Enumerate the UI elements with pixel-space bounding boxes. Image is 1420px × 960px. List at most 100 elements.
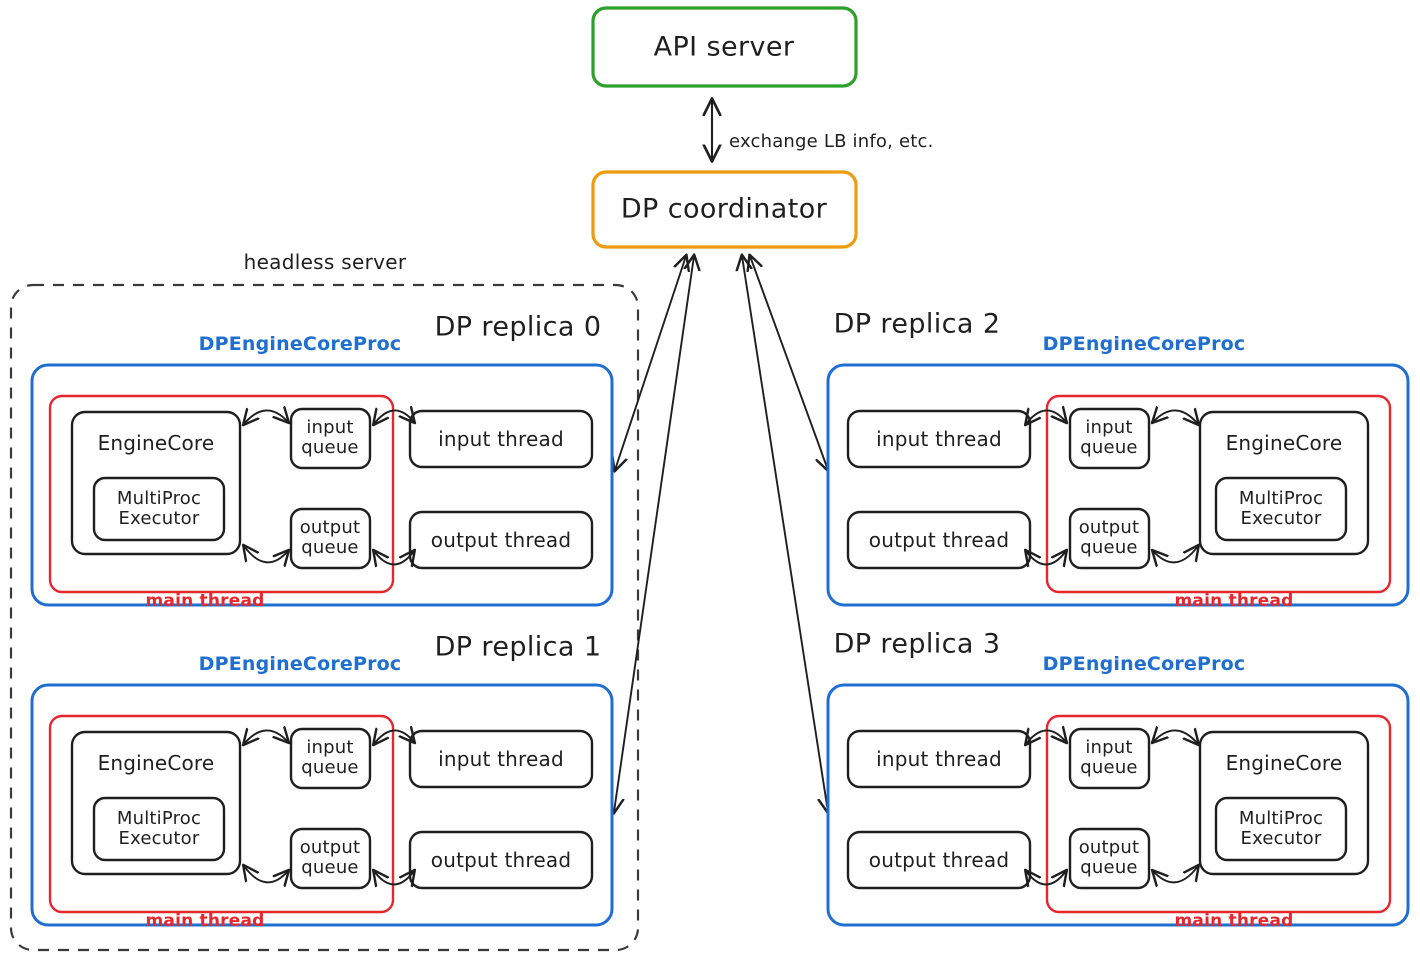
- replica-2-outq-line2: queue: [1080, 537, 1138, 558]
- replica-2-multiproc-line1: MultiProc: [1238, 487, 1324, 509]
- replica-0-outputqueue-thread-arrow: [374, 551, 414, 565]
- replica-3-multiproc-executor-box: [1214, 796, 1348, 862]
- replica-1-multiproc-line2: Executor: [118, 828, 200, 849]
- replica-1-proc-label: DPEngineCoreProc: [198, 653, 402, 675]
- replica-2-main-thread-box: [1045, 394, 1392, 594]
- replica-2-outq-line1: output: [1078, 516, 1140, 538]
- replica-2-group: [826, 363, 1410, 607]
- replica-0-input-queue-box: [289, 407, 372, 470]
- replica-3-group: [826, 683, 1410, 927]
- replica-1-inq-line1: input: [306, 736, 354, 758]
- replica-0-engine-core-label: EngineCore: [97, 431, 215, 455]
- replica-0-inq-line1: input: [306, 416, 354, 438]
- replica-3-output-queue-box: [1068, 827, 1151, 890]
- replica-2-multiproc-line2: Executor: [1240, 508, 1322, 529]
- replica-3-engine-core-label: EngineCore: [1225, 751, 1343, 775]
- replica-3-output-thread-label: output thread: [868, 848, 1010, 872]
- replica-2-inq-line1: input: [1085, 416, 1133, 438]
- replica-3-multiproc-line1: MultiProc: [1238, 807, 1324, 829]
- coordinator-replica1-arrow: [614, 256, 694, 812]
- replica-1-main-thread-label: main thread: [145, 911, 265, 931]
- replica-1-title: DP replica 1: [434, 631, 602, 663]
- replica-3-input-queue-label: input queue: [1080, 736, 1138, 778]
- replica-3-proc-label: DPEngineCoreProc: [1042, 653, 1246, 675]
- replica-1-output-thread-label: output thread: [430, 848, 572, 872]
- api-server-label: API server: [653, 31, 795, 63]
- replica-3-main-thread-label: main thread: [1174, 911, 1294, 931]
- replica-0-output-queue-box: [289, 507, 372, 570]
- replica-1-inq-line2: queue: [301, 757, 359, 778]
- replica-3-title: DP replica 3: [833, 628, 1001, 660]
- replica-2-output-thread-box: [846, 510, 1032, 570]
- replica-3-input-thread-box: [846, 729, 1032, 789]
- replica-2-proc-label: DPEngineCoreProc: [1042, 333, 1246, 355]
- replica-2-thread-inputqueue-arrow: [1026, 410, 1066, 424]
- replica-1-group: [30, 683, 614, 927]
- replica-3-input-thread-label: input thread: [876, 747, 1002, 771]
- replica-0-outq-line2: queue: [301, 537, 359, 558]
- replica-3-outq-line2: queue: [1080, 857, 1138, 878]
- replica-0-core-outputqueue-arrow: [244, 546, 288, 562]
- replica-0-title: DP replica 0: [434, 311, 602, 343]
- replica-2-thread-outputqueue-arrow: [1026, 551, 1066, 565]
- replica-0-input-queue-label: input queue: [301, 416, 359, 458]
- replica-1-outq-line2: queue: [301, 857, 359, 878]
- replica-3-main-thread-box: [1045, 714, 1392, 914]
- replica-2-title: DP replica 2: [833, 308, 1001, 340]
- replica-0-multiproc-line1: MultiProc: [116, 487, 202, 509]
- coordinator-replica3-arrow: [742, 256, 828, 812]
- replica-2-multiproc-executor-label: MultiProc Executor: [1238, 487, 1324, 529]
- replica-1-multiproc-line1: MultiProc: [116, 807, 202, 829]
- replica-3-thread-outputqueue-arrow: [1026, 871, 1066, 885]
- api-server-box: [591, 6, 858, 88]
- replica-3-output-queue-label: output queue: [1078, 836, 1140, 878]
- dp-coordinator-label: DP coordinator: [620, 193, 828, 225]
- replica-0-multiproc-executor-box: [92, 476, 226, 542]
- replica-3-output-thread-box: [846, 830, 1032, 890]
- replica-0-main-thread-label: main thread: [145, 591, 265, 611]
- replica-0-outq-line1: output: [299, 516, 361, 538]
- replica-0-multiproc-executor-label: MultiProc Executor: [116, 487, 202, 529]
- replica-0-core-inputqueue-arrow: [244, 410, 288, 424]
- replica-1-core-outputqueue-arrow: [244, 866, 288, 882]
- replica-1-engine-core-label: EngineCore: [97, 751, 215, 775]
- replica-1-inputqueue-thread-arrow: [374, 730, 414, 744]
- replica-1-main-thread-box: [48, 714, 395, 914]
- replica-1-core-inputqueue-arrow: [244, 730, 288, 744]
- exchange-info-edge-label: exchange LB info, etc.: [729, 131, 934, 152]
- replica-3-input-queue-box: [1068, 727, 1151, 790]
- headless-server-label: headless server: [243, 250, 407, 274]
- replica-1-input-thread-label: input thread: [438, 747, 564, 771]
- replica-2-outputqueue-core-arrow: [1153, 546, 1198, 562]
- replica-1-input-queue-label: input queue: [301, 736, 359, 778]
- replica-0-output-thread-label: output thread: [430, 528, 572, 552]
- replica-3-inq-line1: input: [1085, 736, 1133, 758]
- coordinator-replica2-arrow: [750, 256, 828, 470]
- replica-2-inputqueue-core-arrow: [1153, 410, 1198, 424]
- replica-0-inq-line2: queue: [301, 437, 359, 458]
- replica-1-outq-line1: output: [299, 836, 361, 858]
- replica-0-input-thread-label: input thread: [438, 427, 564, 451]
- replica-3-inq-line2: queue: [1080, 757, 1138, 778]
- replica-1-multiproc-executor-box: [92, 796, 226, 862]
- replica-2-input-queue-label: input queue: [1080, 416, 1138, 458]
- replica-1-input-queue-box: [289, 727, 372, 790]
- replica-0-input-thread-box: [408, 409, 594, 469]
- replica-3-multiproc-executor-label: MultiProc Executor: [1238, 807, 1324, 849]
- replica-2-input-thread-box: [846, 409, 1032, 469]
- replica-1-input-thread-box: [408, 729, 594, 789]
- coordinator-replica0-arrow: [615, 256, 686, 470]
- replica-2-multiproc-executor-box: [1214, 476, 1348, 542]
- replica-2-output-queue-box: [1068, 507, 1151, 570]
- replica-0-group: [30, 363, 614, 607]
- replica-0-output-queue-label: output queue: [299, 516, 361, 558]
- replica-0-output-thread-box: [408, 510, 594, 570]
- replica-3-outq-line1: output: [1078, 836, 1140, 858]
- replica-2-output-thread-label: output thread: [868, 528, 1010, 552]
- replica-0-inputqueue-thread-arrow: [374, 410, 414, 424]
- replica-2-input-thread-label: input thread: [876, 427, 1002, 451]
- replica-2-inq-line2: queue: [1080, 437, 1138, 458]
- replica-3-thread-inputqueue-arrow: [1026, 730, 1066, 744]
- replica-2-output-queue-label: output queue: [1078, 516, 1140, 558]
